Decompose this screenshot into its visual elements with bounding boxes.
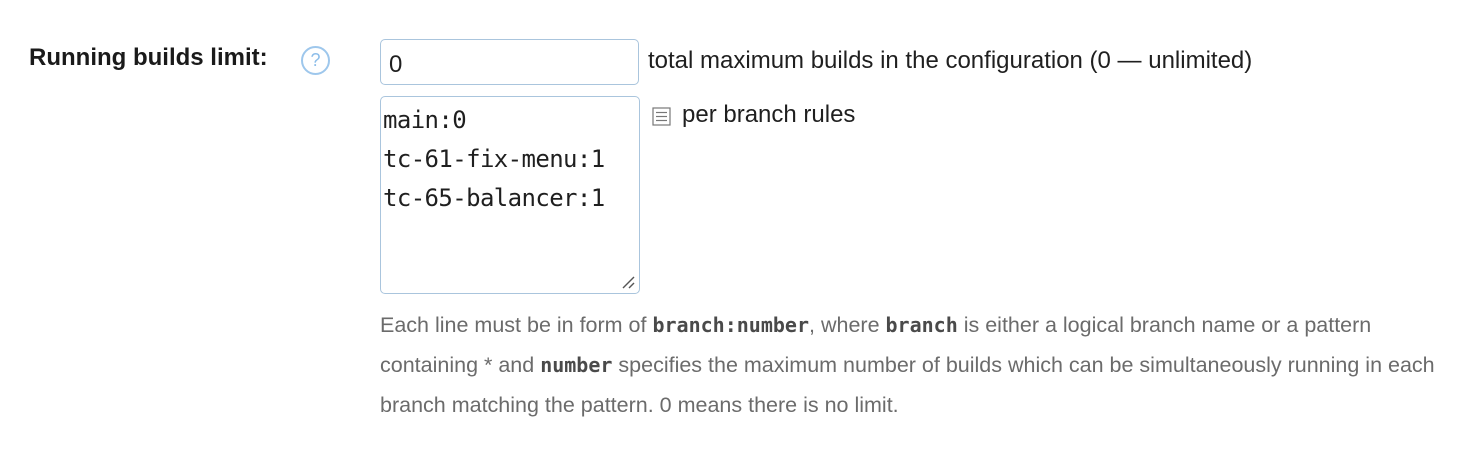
- help-text-part: is either a logical branch name or a pat…: [380, 313, 1372, 377]
- branch-rules-help-text: Each line must be in form of branch:numb…: [380, 305, 1470, 425]
- help-text-part: specifies the maximum number of builds w…: [380, 353, 1435, 417]
- help-text-part: , where: [809, 313, 886, 337]
- resize-grip-icon[interactable]: [620, 274, 636, 290]
- per-branch-rules-link[interactable]: per branch rules: [682, 101, 856, 128]
- running-builds-limit-input[interactable]: [380, 39, 639, 85]
- limit-input-description: total maximum builds in the configuratio…: [648, 47, 1253, 74]
- running-builds-limit-label: Running builds limit:: [29, 44, 268, 71]
- per-branch-rules-textarea[interactable]: [380, 96, 640, 294]
- help-code-branch: branch: [885, 313, 958, 337]
- question-circle-icon[interactable]: ?: [301, 46, 330, 75]
- help-code-number: number: [540, 353, 613, 377]
- help-code-branch-number: branch:number: [652, 313, 810, 337]
- help-text-part: Each line must be in form of: [380, 313, 653, 337]
- list-icon[interactable]: [652, 107, 671, 126]
